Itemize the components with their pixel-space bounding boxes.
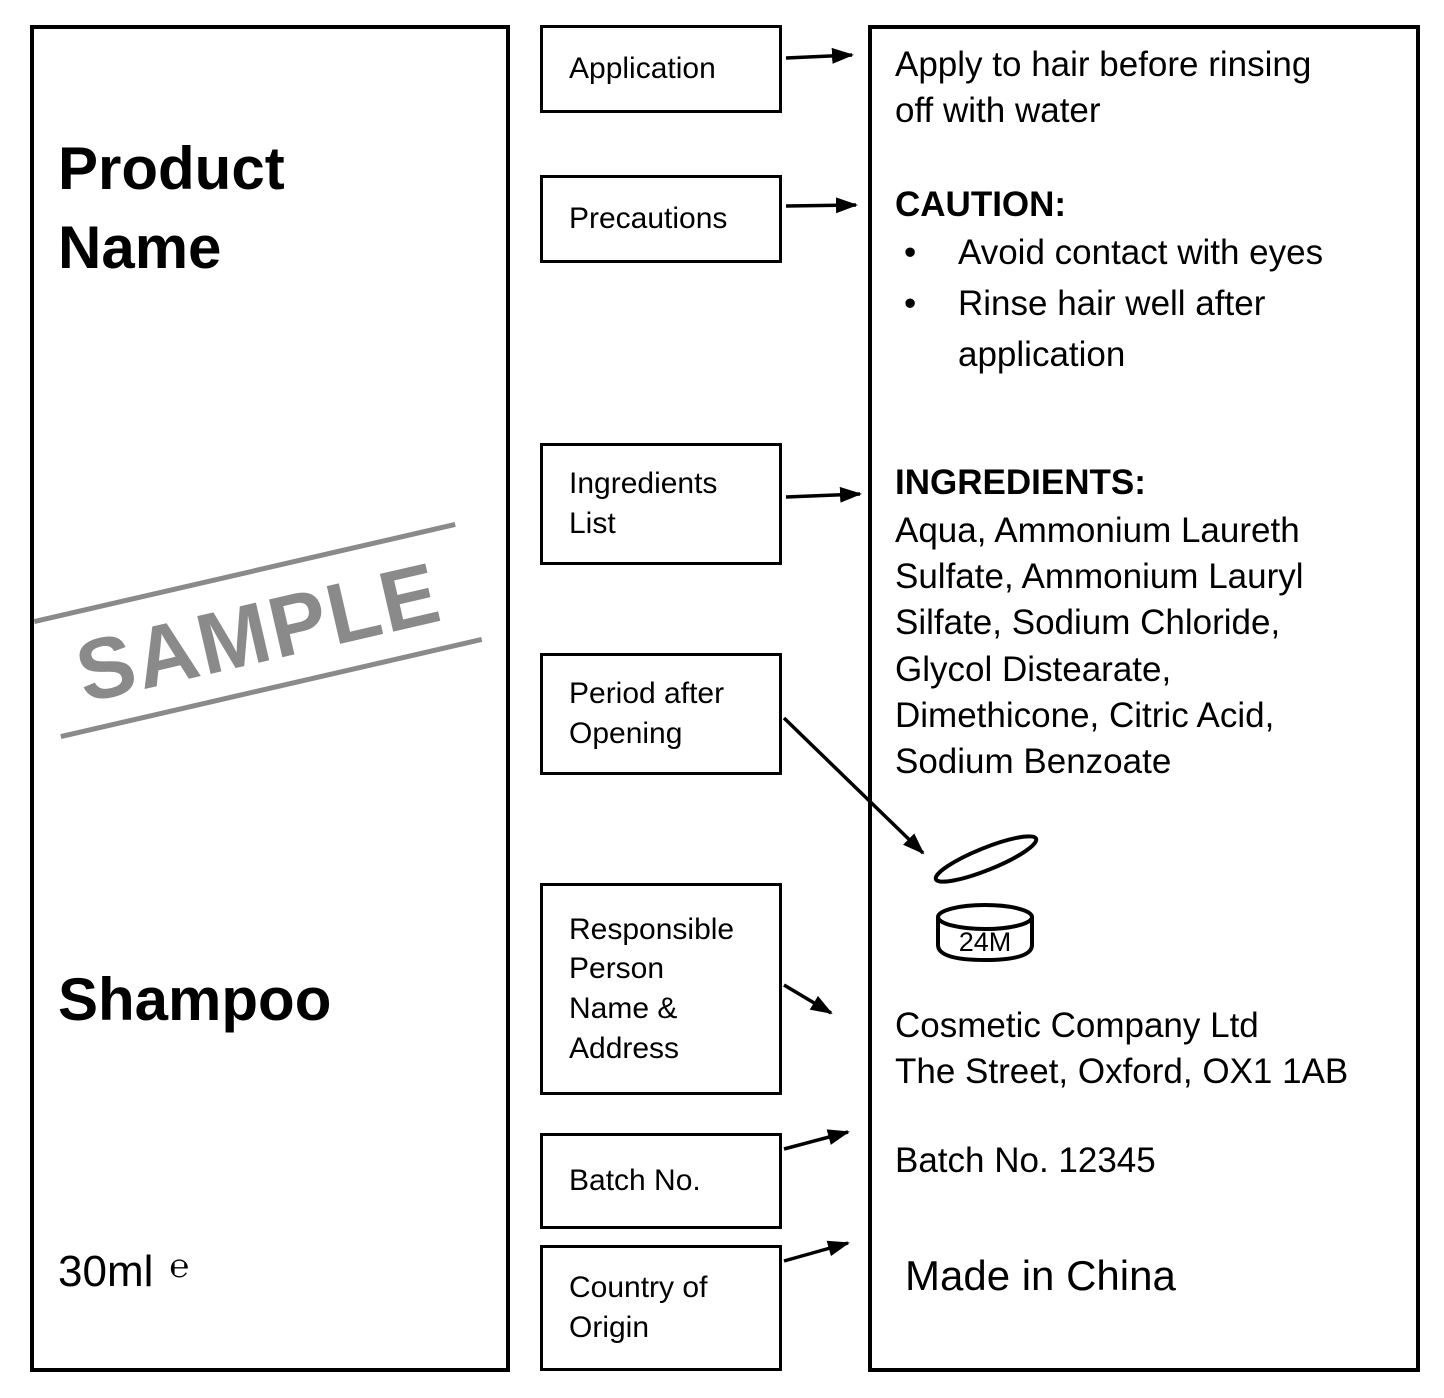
- application-text: Apply to hair before rinsing off with wa…: [895, 45, 1312, 131]
- caution-bullet-text: Avoid contact with eyes: [958, 233, 1324, 272]
- annotation-box-country-of-origin: Country of Origin: [540, 1245, 782, 1371]
- ingredients-text: Aqua, Ammonium Laureth Sulfate, Ammonium…: [895, 511, 1304, 781]
- arrow-responsible-person: [783, 983, 833, 1015]
- annotation-box-batch-no: Batch No.: [540, 1133, 782, 1229]
- back-label-panel: Apply to hair before rinsing off with wa…: [868, 25, 1420, 1372]
- bullet-icon: •: [904, 233, 917, 272]
- annotation-box-precautions: Precautions: [540, 175, 782, 263]
- volume-text: 30ml: [58, 1247, 154, 1296]
- ingredients-heading: INGREDIENTS:: [895, 463, 1146, 502]
- arrow-application: [785, 47, 854, 64]
- annotation-box-ingredients-list: Ingredients List: [540, 443, 782, 565]
- country-of-origin-text: Made in China: [905, 1252, 1176, 1299]
- caution-bullet-item: • Rinse hair well after application: [872, 279, 1412, 381]
- bullet-icon: •: [904, 283, 917, 323]
- company-address: The Street, Oxford, OX1 1AB: [895, 1052, 1349, 1091]
- product-type: Shampoo: [58, 966, 332, 1033]
- caution-bullet-text: Rinse hair well after application: [958, 283, 1266, 374]
- caution-heading: CAUTION:: [895, 185, 1067, 224]
- batch-number-text: Batch No. 12345: [895, 1141, 1156, 1180]
- front-label-panel: Product Name SAMPLE Shampoo 30ml ℮: [30, 25, 510, 1372]
- caution-bullet-item: • Avoid contact with eyes: [872, 228, 1412, 279]
- company-name: Cosmetic Company Ltd: [895, 1006, 1259, 1045]
- arrow-country-of-origin: [783, 1240, 850, 1263]
- annotation-box-period-after-opening: Period after Opening: [540, 653, 782, 775]
- period-after-opening-icon: 24M: [933, 834, 1039, 963]
- sample-watermark-text: SAMPLE: [67, 544, 450, 722]
- estimated-sign-icon: ℮: [169, 1247, 190, 1284]
- sample-watermark: SAMPLE: [33, 521, 483, 740]
- annotation-box-application: Application: [540, 25, 782, 113]
- pao-jar-rim-icon: [936, 903, 1034, 931]
- arrow-batch-no: [783, 1129, 850, 1151]
- arrow-ingredients: [785, 486, 862, 503]
- pao-lid-icon: [933, 834, 1039, 884]
- annotation-box-responsible-person: Responsible Person Name & Address: [540, 883, 782, 1095]
- caution-bullet-list: • Avoid contact with eyes • Rinse hair w…: [872, 228, 1412, 380]
- pao-label: 24M: [959, 927, 1012, 957]
- volume-row: 30ml ℮: [58, 1247, 189, 1297]
- arrow-precautions: [785, 197, 858, 214]
- product-name: Product Name: [58, 135, 285, 282]
